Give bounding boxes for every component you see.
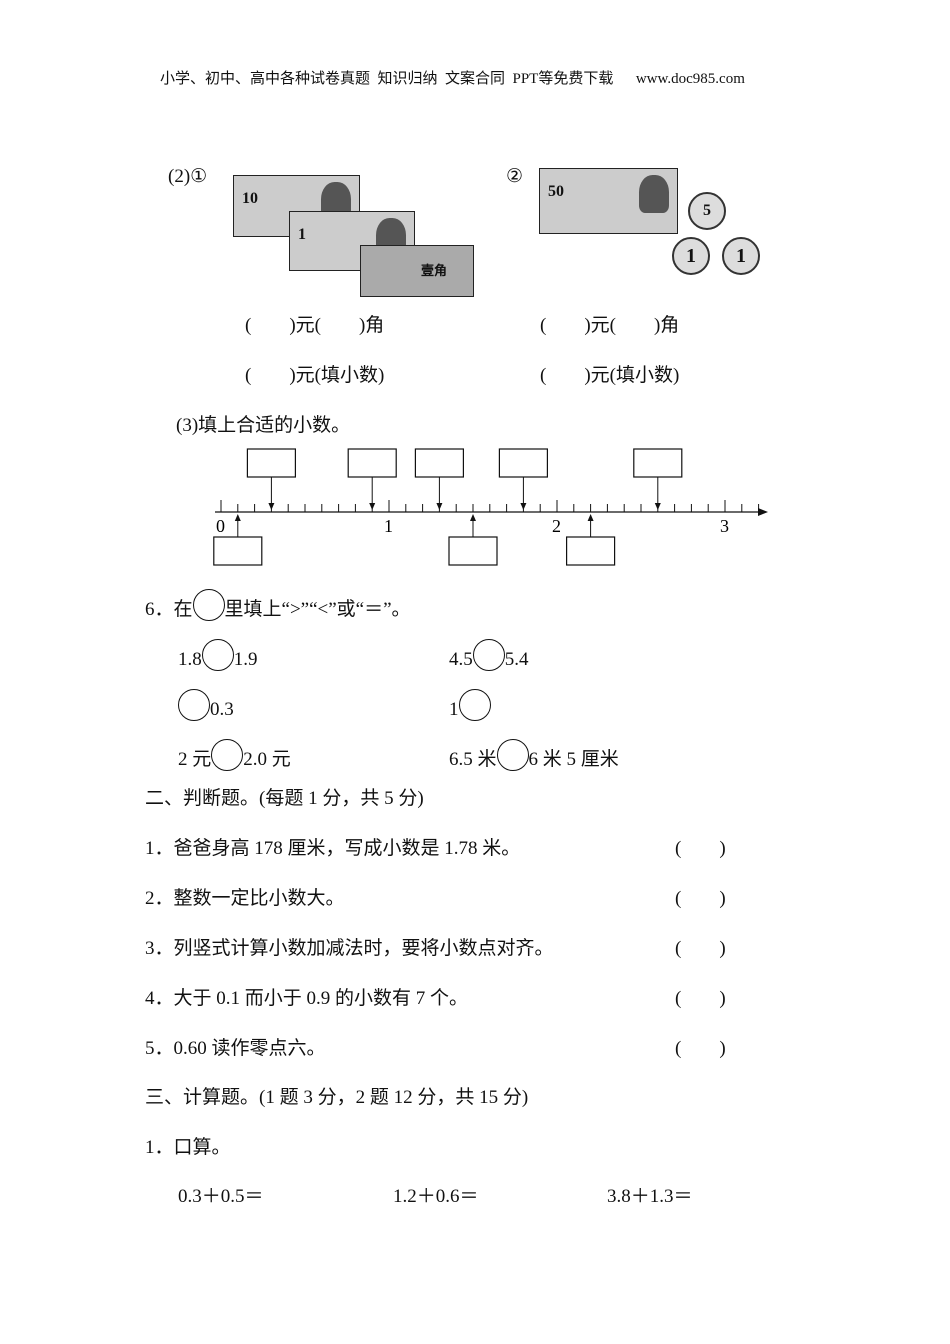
right-value: 0.3 <box>210 699 234 720</box>
arrow-head-icon <box>436 503 443 510</box>
number-line: 0 1 2 3 <box>213 448 768 566</box>
judge-item: 3．列竖式计算小数加减法时，要将小数点对齐。 <box>145 938 554 959</box>
arrow-head-icon <box>520 503 527 510</box>
page-header: 小学、初中、高中各种试卷真题 知识归纳 文案合同 PPT等免费下载 www.do… <box>160 71 745 87</box>
judge-item: 1．爸爸身高 178 厘米，写成小数是 1.78 米。 <box>145 838 521 859</box>
judge-answer-blank[interactable]: ( ) <box>675 838 726 859</box>
banknote-50-yuan: 50 <box>539 168 678 234</box>
judge-item: 4．大于 0.1 而小于 0.9 的小数有 7 个。 <box>145 988 469 1009</box>
arrow-head-icon <box>234 514 241 521</box>
answer-box <box>633 448 683 478</box>
blank-yuan-jiao-2[interactable]: ( )元( )角 <box>540 315 680 336</box>
calc-item: 0.3＋0.5＝ <box>178 1186 264 1207</box>
judge-answer-blank[interactable]: ( ) <box>675 938 726 959</box>
axis-arrow-icon <box>758 508 768 516</box>
answer-box <box>498 448 548 478</box>
compare-item: 0.3 <box>178 689 234 721</box>
arrow-head-icon <box>369 503 376 510</box>
compare-circle[interactable] <box>496 739 529 771</box>
left-value: 2 元 <box>178 749 212 770</box>
arrow-head-icon <box>470 514 476 521</box>
part2-label-2: ② <box>506 166 524 187</box>
section3-sub1: 1．口算。 <box>145 1137 231 1158</box>
axis-label: 0 <box>216 516 225 536</box>
answer-box <box>448 536 498 566</box>
part3-label: (3)填上合适的小数。 <box>176 415 351 436</box>
left-value: 4.5 <box>449 649 473 670</box>
blank-yuan-jiao-1[interactable]: ( )元( )角 <box>245 315 385 336</box>
circle-icon <box>192 589 225 621</box>
arrow-head-icon <box>268 503 275 510</box>
compare-item: 6.5 米 6 米 5 厘米 <box>449 739 619 771</box>
answer-box <box>246 448 296 478</box>
compare-circle[interactable] <box>458 689 491 721</box>
compare-item: 1.8 1.9 <box>178 639 258 671</box>
judge-item: 2．整数一定比小数大。 <box>145 888 345 909</box>
banknote-1-jiao: 壹角 <box>360 245 474 297</box>
compare-circle[interactable] <box>178 689 210 721</box>
compare-item: 2 元 2.0 元 <box>178 739 291 771</box>
compare-circle[interactable] <box>211 739 244 771</box>
judge-answer-blank[interactable]: ( ) <box>675 988 726 1009</box>
section2-title: 二、判断题。(每题 1 分，共 5 分) <box>145 788 424 809</box>
judge-answer-blank[interactable]: ( ) <box>675 888 726 909</box>
calc-item: 3.8＋1.3＝ <box>607 1186 693 1207</box>
blank-decimal-1[interactable]: ( )元(填小数) <box>245 365 385 386</box>
coin-5-jiao: 5 <box>688 192 726 230</box>
compare-item: 4.5 5.4 <box>449 639 529 671</box>
right-value: 5.4 <box>504 649 529 670</box>
answer-box <box>565 536 616 566</box>
compare-circle[interactable] <box>201 639 234 671</box>
coin-1-yuan: 1 <box>722 237 760 275</box>
axis-label: 3 <box>720 516 729 536</box>
left-value: 1.8 <box>178 649 202 670</box>
right-value: 6 米 5 厘米 <box>528 749 619 770</box>
coin-1-yuan: 1 <box>672 237 710 275</box>
blank-decimal-2[interactable]: ( )元(填小数) <box>540 365 680 386</box>
judge-item: 5．0.60 读作零点六。 <box>145 1038 326 1059</box>
axis-label: 2 <box>552 516 561 536</box>
section3-title: 三、计算题。(1 题 3 分，2 题 12 分，共 15 分) <box>145 1087 529 1108</box>
arrow-head-icon <box>654 503 661 510</box>
calc-item: 1.2＋0.6＝ <box>393 1186 479 1207</box>
compare-circle[interactable] <box>472 639 505 671</box>
answer-box <box>213 536 263 566</box>
arrow-head-icon <box>587 514 594 521</box>
right-value: 1.9 <box>233 649 258 670</box>
answer-box <box>414 448 464 478</box>
compare-item: 1 <box>449 689 491 721</box>
left-value: 1 <box>449 699 459 720</box>
left-value: 6.5 米 <box>449 749 497 770</box>
axis-label: 1 <box>384 516 393 536</box>
judge-answer-blank[interactable]: ( ) <box>675 1038 726 1059</box>
part2-label-1: (2)① <box>168 166 208 187</box>
answer-box <box>347 448 397 478</box>
right-value: 2.0 元 <box>243 749 291 770</box>
q6-prompt: 6．在里填上“>”“<”或“＝”。 <box>145 589 411 621</box>
